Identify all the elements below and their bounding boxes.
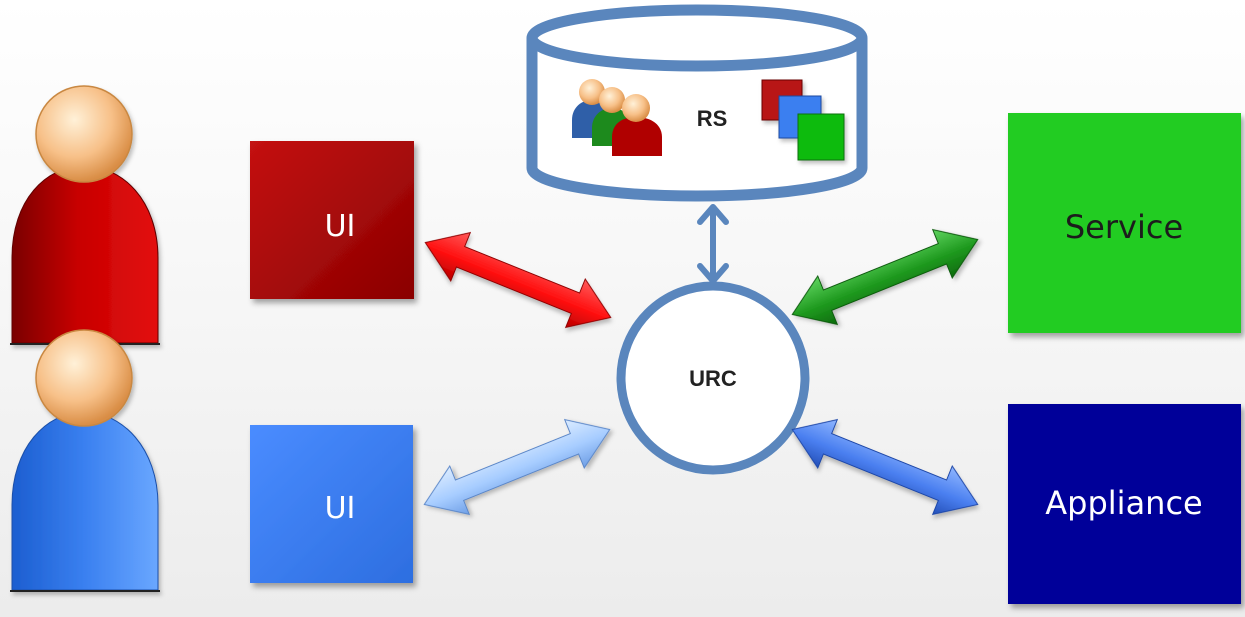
double-arrow-red xyxy=(424,231,612,329)
stacked-squares-icon xyxy=(761,79,845,161)
person-icon xyxy=(10,329,160,592)
urc-hub: URC xyxy=(616,281,810,475)
ui-box-label: UI xyxy=(325,209,356,244)
double-arrow-blue xyxy=(791,418,979,516)
ui-box-red: UI xyxy=(250,141,414,299)
ui-box-blue: UI xyxy=(250,425,413,583)
person-icon xyxy=(10,85,160,345)
double-arrow-light-blue xyxy=(423,418,611,516)
rs-urc-connector xyxy=(697,204,729,284)
repository-cylinder: RS xyxy=(526,4,868,202)
service-box: Service xyxy=(1008,113,1241,333)
user-group-icon xyxy=(572,79,662,156)
appliance-box: Appliance xyxy=(1008,404,1241,604)
double-arrow-green xyxy=(791,228,979,326)
ui-box-label: UI xyxy=(325,491,356,526)
appliance-label: Appliance xyxy=(1045,484,1202,522)
urc-label: URC xyxy=(689,366,737,391)
service-label: Service xyxy=(1065,208,1183,246)
repository-label: RS xyxy=(697,106,728,131)
